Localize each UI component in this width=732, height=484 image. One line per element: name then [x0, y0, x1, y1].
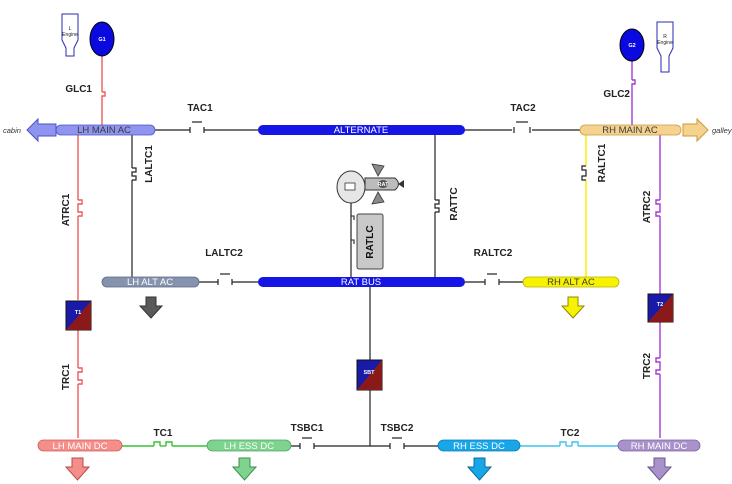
rh-ess-dc-bus	[437, 439, 521, 452]
tc1-label: TC1	[154, 428, 173, 439]
atrc1-label: ATRC1	[61, 193, 72, 226]
lh-alt-ac-load-arrow	[138, 296, 164, 319]
rh-main-dc-load-arrow	[646, 457, 673, 481]
lh-alt-ac-label: LH ALT AC	[127, 277, 173, 288]
ram-air-turbine-icon: RAT	[336, 163, 404, 205]
galley-label: galley	[712, 126, 732, 135]
rattc-contactor	[434, 199, 440, 213]
laltc1-contactor	[131, 167, 137, 181]
rh-ess-dc-load-arrow	[466, 457, 493, 481]
lh-alt-ac-bus	[101, 276, 200, 288]
tsbc2-label: TSBC2	[381, 423, 414, 434]
lh-ess-dc-label: LH ESS DC	[224, 441, 274, 452]
sbt-transformer: SBT	[356, 359, 383, 391]
raltc2-label: RALTC2	[474, 248, 513, 259]
raltc1-label: RALTC1	[597, 143, 608, 182]
laltc1-label: LALTC1	[144, 145, 155, 183]
rh-main-ac-bus	[579, 124, 682, 136]
ratlc-label: RATLC	[365, 225, 376, 258]
right-generator-feeder	[631, 60, 636, 125]
laltc2-label: LALTC2	[205, 248, 243, 259]
generator-g1: G1	[89, 21, 115, 57]
alternate-label: ALTERNATE	[334, 125, 389, 136]
trc2-label: TRC2	[642, 353, 653, 380]
right-engine-line1: R	[663, 34, 667, 40]
glc1-label: GLC1	[65, 84, 92, 95]
right-engine-line2: Engine	[657, 40, 673, 46]
rh-main-dc-bus	[617, 439, 701, 452]
tsbc1-label: TSBC1	[291, 423, 324, 434]
tac1-label: TAC1	[187, 103, 213, 114]
lh-main-dc-label: LH MAIN DC	[53, 441, 108, 452]
left-engine-line1: L	[69, 26, 72, 32]
left-main-feeder	[77, 134, 83, 438]
lh-main-dc-load-arrow	[64, 457, 91, 481]
right-engine-icon: R Engine	[656, 21, 674, 73]
t2-transformer: T2	[647, 293, 674, 323]
ratlc-contactor-box: RATLC	[356, 213, 384, 270]
rh-main-ac-label: RH MAIN AC	[602, 125, 658, 136]
galley-output-arrow	[682, 117, 709, 143]
lh-main-ac-label: LH MAIN AC	[77, 125, 131, 136]
left-engine-line2: Engine	[62, 32, 78, 38]
cabin-output-arrow	[26, 117, 57, 143]
cabin-label: cabin	[3, 126, 21, 135]
atrc2-label: ATRC2	[642, 190, 653, 223]
glc2-label: GLC2	[603, 89, 630, 100]
tc1-link	[122, 441, 207, 447]
rh-alt-ac-label: RH ALT AC	[547, 277, 595, 288]
tac2-label: TAC2	[510, 103, 536, 114]
g1-label: G1	[98, 37, 105, 43]
lh-ess-dc-bus	[206, 439, 292, 452]
contactor-ticks	[189, 127, 531, 449]
rat-bus-label: RAT BUS	[341, 277, 381, 288]
rat-gen-label: RAT	[378, 182, 390, 188]
rat-breaker	[351, 215, 355, 244]
rattc-label: RATTC	[449, 187, 460, 220]
trc1-label: TRC1	[61, 364, 72, 391]
left-engine-icon: L Engine	[61, 13, 79, 57]
rh-main-dc-label: RH MAIN DC	[631, 441, 688, 452]
right-main-feeder	[655, 134, 661, 438]
t1-label: T1	[75, 310, 81, 316]
rh-ess-dc-label: RH ESS DC	[453, 441, 505, 452]
rh-alt-ac-load-arrow	[560, 296, 586, 319]
rat-bus	[258, 277, 465, 287]
raltc1-contactor	[581, 165, 587, 181]
tc2-link	[520, 441, 618, 447]
rh-alt-ac-bus	[522, 276, 620, 288]
lh-ess-dc-load-arrow	[231, 457, 258, 481]
g2-label: G2	[628, 43, 635, 49]
t1-transformer: T1	[65, 300, 92, 331]
generator-g2: G2	[619, 28, 645, 62]
t2-label: T2	[657, 302, 663, 308]
alternate-bus	[258, 125, 465, 135]
left-generator-feeder	[101, 56, 106, 125]
lh-main-dc-bus	[37, 439, 123, 452]
tc2-label: TC2	[561, 428, 580, 439]
sbt-label: SBT	[364, 370, 376, 376]
ac-tie-wires	[131, 121, 580, 447]
